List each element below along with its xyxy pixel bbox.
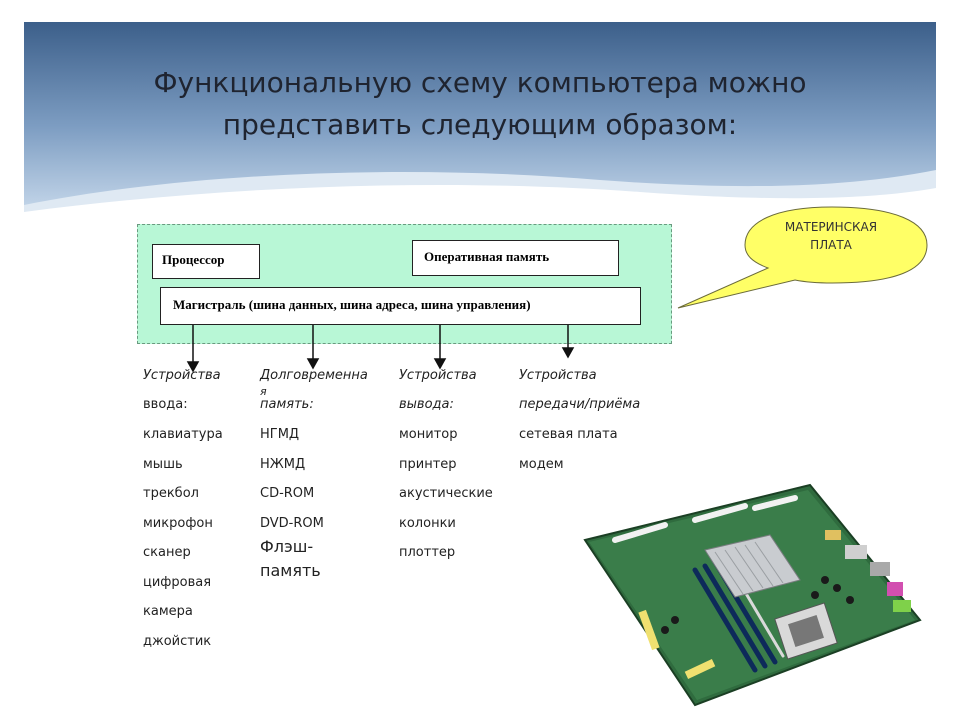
title-line-1: Функциональную схему компьютера можно	[153, 66, 807, 99]
storage-heading-line-1: Долговременна	[260, 368, 368, 383]
slide-title: Функциональную схему компьютера можно пр…	[60, 62, 900, 146]
title-line-2: представить следующим образом:	[222, 108, 738, 141]
storage-heading-line-3: память:	[260, 397, 314, 412]
transfer-heading-line-1: Устройства	[519, 368, 597, 383]
flash-memory-line-2: память	[260, 561, 321, 580]
list-item: колонки	[399, 516, 456, 531]
list-item: акустические	[399, 486, 493, 501]
list-item: НЖМД	[260, 457, 306, 472]
storage-heading-line-2: я	[260, 385, 267, 398]
callout-line-2: ПЛАТА	[810, 238, 852, 252]
output-heading-line-1: Устройства	[399, 368, 477, 383]
input-heading-line-2: ввода:	[143, 397, 188, 412]
list-item: CD-ROM	[260, 486, 315, 501]
list-item: микрофон	[143, 516, 213, 531]
list-item: модем	[519, 457, 564, 472]
list-item: клавиатура	[143, 427, 223, 442]
list-item: НГМД	[260, 427, 300, 442]
list-item: сетевая плата	[519, 427, 618, 442]
list-item: монитор	[399, 427, 458, 442]
list-item: джойстик	[143, 634, 212, 649]
transfer-heading-line-2: передачи/приёма	[519, 397, 641, 412]
bus-block: Магистраль (шина данных, шина адреса, ши…	[160, 287, 641, 325]
flash-memory-line-1: Флэш-	[260, 537, 314, 556]
list-item: камера	[143, 604, 193, 619]
input-heading-line-1: Устройства	[143, 368, 221, 383]
ram-block: Оперативная память	[412, 240, 619, 276]
list-item: принтер	[399, 457, 457, 472]
motherboard-photo	[583, 483, 922, 707]
list-item: сканер	[143, 545, 191, 560]
list-item: трекбол	[143, 486, 199, 501]
callout-label: МАТЕРИНСКАЯ ПЛАТА	[752, 218, 910, 254]
list-item: мышь	[143, 457, 183, 472]
callout-line-1: МАТЕРИНСКАЯ	[784, 220, 878, 234]
processor-block: Процессор	[152, 244, 260, 279]
list-item: DVD-ROM	[260, 516, 324, 531]
list-item: плоттер	[399, 545, 456, 560]
list-item: цифровая	[143, 575, 212, 590]
output-heading-line-2: вывода:	[399, 397, 454, 412]
